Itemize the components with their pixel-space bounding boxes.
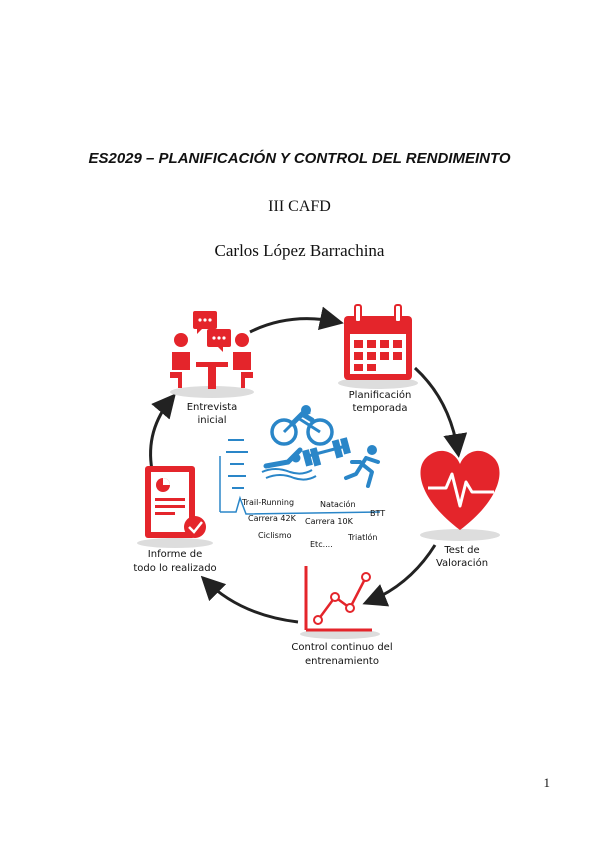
sport-carrera-10k: Carrera 10K — [305, 517, 354, 526]
interview-icon — [170, 311, 254, 398]
step-label-test-line2: Valoración — [436, 557, 488, 569]
heart-icon — [420, 450, 500, 541]
report-icon — [137, 466, 213, 548]
step-label-interview-line1: Entrevista — [187, 402, 238, 413]
page-subtitle: III CAFD — [268, 198, 331, 215]
step-label-control-line2: entrenamiento — [305, 656, 379, 667]
page-number: 1 — [543, 775, 551, 790]
sport-natacion: Natación — [320, 499, 356, 509]
arrow-planning-to-test — [413, 366, 468, 458]
page-author: Carlos López Barrachina — [214, 241, 385, 260]
calendar-icon — [338, 304, 418, 389]
arrow-report-to-interview — [149, 393, 176, 471]
step-label-interview-line2: inicial — [197, 415, 226, 426]
arrow-control-to-report — [200, 575, 299, 624]
arrow-interview-to-planning — [249, 306, 344, 334]
step-label-planning-line2: temporada — [353, 403, 408, 414]
step-label-test-line1: Test de — [443, 545, 479, 556]
sport-carrera-42k: Carrera 42K — [248, 514, 297, 523]
step-label-planning-line1: Planificación — [349, 389, 412, 401]
sport-trail-running: Trail-Running — [241, 498, 294, 507]
sports-illustration — [219, 439, 381, 515]
page-title: ES2029 – PLANIFICACIÓN Y CONTROL DEL REN… — [88, 150, 511, 167]
runner-icon — [344, 445, 380, 488]
sport-btt: BTT — [370, 509, 385, 518]
sport-etc: Etc.... — [310, 540, 333, 549]
swimmer-icon — [261, 447, 317, 481]
sport-ciclismo: Ciclismo — [258, 531, 292, 540]
sport-triatlon: Triatlón — [347, 532, 377, 542]
step-label-report-line2: todo lo realizado — [133, 563, 216, 574]
barbell-icon — [302, 437, 351, 467]
arrow-test-to-control — [362, 544, 437, 607]
step-label-control-line1: Control continuo del — [291, 642, 392, 653]
progress-chart-icon — [300, 566, 380, 639]
cyclist-icon — [270, 405, 334, 446]
step-label-report-line1: Informe de — [148, 549, 202, 560]
